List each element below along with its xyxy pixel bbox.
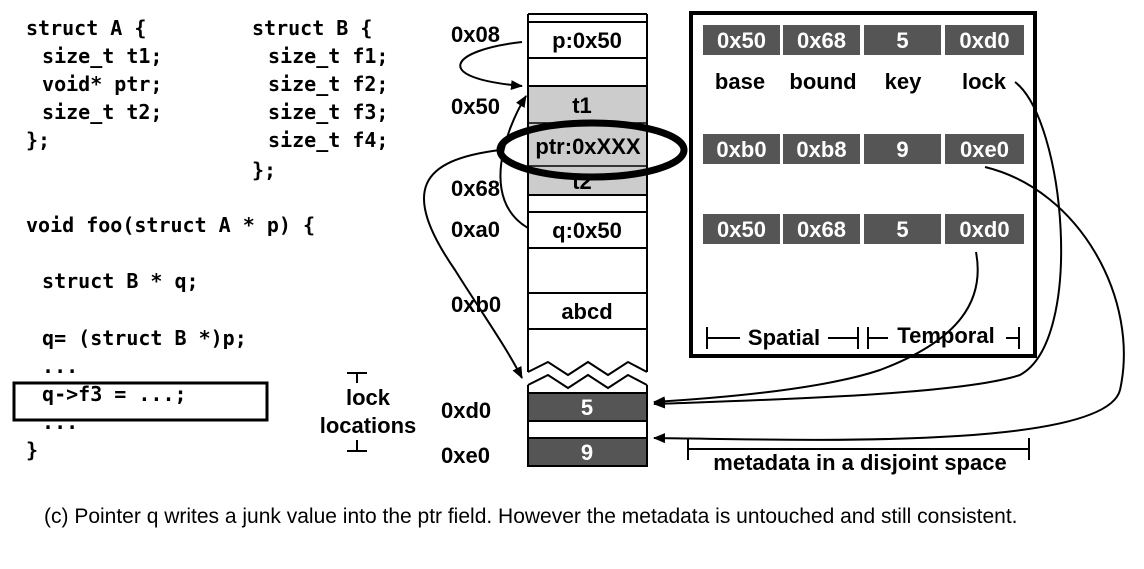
- struct-b-code: struct B { size_t f1; size_t f2; size_t …: [252, 16, 388, 182]
- memory-cell-text: abcd: [561, 299, 612, 324]
- lock-locations-text: locations: [320, 413, 417, 438]
- foo-line: ...: [30, 410, 78, 434]
- metadata-cell: [864, 25, 941, 55]
- metadata-cell: [945, 25, 1024, 55]
- foo-line: struct B * q;: [30, 269, 199, 293]
- struct-b-line: size_t f3;: [256, 100, 388, 124]
- arrow-ptr-junk: [423, 149, 523, 379]
- metadata-cell-text: 0xb8: [796, 137, 846, 162]
- struct-b-line: size_t f1;: [256, 44, 388, 68]
- metadata-cell: [945, 214, 1024, 244]
- memory-cell-p: [527, 21, 648, 59]
- lock-cell-5: [527, 392, 648, 422]
- metadata-cell-text: 0xe0: [960, 137, 1009, 162]
- metadata-cell-text: 0xd0: [959, 217, 1009, 242]
- disjoint-space-text: metadata in a disjoint space: [713, 450, 1006, 475]
- memory-cell-abcd: [527, 292, 648, 330]
- foo-line: q= (struct B *)p;: [30, 326, 247, 350]
- figure-caption: (c) Pointer q writes a junk value into t…: [44, 505, 1018, 528]
- struct-b-line: size_t f2;: [256, 72, 388, 96]
- metadata-cell-text: 0x68: [797, 28, 846, 53]
- lock-cell-9: [527, 437, 648, 467]
- address-label: 0xd0: [441, 398, 491, 423]
- address-label: 0x68: [451, 176, 500, 201]
- address-label: 0x08: [451, 22, 500, 47]
- highlight-box: [12, 381, 269, 422]
- struct-b-line: };: [252, 158, 276, 182]
- memory-cell-q: [527, 211, 648, 249]
- lock-cell-text: 9: [581, 440, 593, 465]
- memory-cell-text: t1: [572, 93, 592, 118]
- struct-a-line: };: [26, 128, 50, 152]
- metadata-box: [689, 11, 1037, 358]
- foo-code: void foo(struct A * p) { struct B * q; q…: [12, 213, 315, 462]
- arrow-q-to-a: [499, 95, 529, 229]
- lock-locations-text: lock: [346, 385, 391, 410]
- metadata-cell: [703, 214, 780, 244]
- metadata-cell-text: 0x68: [797, 217, 846, 242]
- memory-cell-text: q:0x50: [552, 218, 622, 243]
- metadata-cell: [864, 134, 941, 164]
- spatial-label: Spatial: [748, 325, 820, 350]
- metadata-cell-text: 9: [896, 137, 908, 162]
- metadata-cell: [783, 214, 860, 244]
- metadata-cell-text: 0xd0: [959, 28, 1009, 53]
- struct-b-line: size_t f4;: [256, 128, 388, 152]
- metadata-header: key: [885, 69, 922, 94]
- metadata-cell: [945, 134, 1024, 164]
- foo-line: void foo(struct A * p) {: [26, 213, 315, 237]
- metadata-cell-text: 5: [896, 217, 908, 242]
- struct-a-line: size_t t1;: [30, 44, 162, 68]
- metadata-header: bound: [789, 69, 856, 94]
- lock-cell-text: 5: [581, 395, 593, 420]
- memory-cell-text: p:0x50: [552, 28, 622, 53]
- foo-line: q->f3 = ...;: [30, 382, 187, 406]
- metadata-cell-text: 0xb0: [716, 137, 766, 162]
- pointer-arrows: [423, 41, 529, 379]
- lock-locations-label: lock locations: [320, 372, 417, 452]
- struct-a-line: struct A {: [26, 16, 146, 40]
- foo-line: }: [26, 438, 38, 462]
- memory-cell-text: ptr:0xXXX: [535, 134, 640, 159]
- struct-a-line: void* ptr;: [30, 72, 162, 96]
- arrow-lock-row1: [653, 81, 1063, 409]
- lock-arrows: [653, 81, 1125, 444]
- metadata-cell: [703, 134, 780, 164]
- metadata-cell: [864, 214, 941, 244]
- address-labels: 0x08 0x50 0x68 0xa0 0xb0 0xd0 0xe0: [441, 22, 501, 468]
- metadata-cell: [783, 25, 860, 55]
- metadata-cell-text: 0x50: [717, 217, 766, 242]
- arrow-p-to-a: [459, 41, 523, 91]
- metadata-header: lock: [962, 69, 1007, 94]
- arrow-lock-row3: [653, 251, 979, 407]
- address-label: 0xa0: [451, 217, 500, 242]
- metadata-header: base: [715, 69, 765, 94]
- arrow-lock-row2: [653, 166, 1125, 444]
- struct-a-line: size_t t2;: [30, 100, 162, 124]
- metadata-cell-text: 0x50: [717, 28, 766, 53]
- metadata-cell: [703, 25, 780, 55]
- disjoint-space-label: metadata in a disjoint space: [687, 438, 1030, 476]
- metadata-cell: [783, 134, 860, 164]
- address-label: 0xe0: [441, 443, 490, 468]
- foo-line: ...: [30, 354, 78, 378]
- temporal-label: Temporal: [897, 323, 994, 348]
- metadata-cells: 0x50 0x68 5 0xd0 0xb0 0xb8 9 0xe0 0x50 0x68 5 0xd0: [703, 25, 1024, 244]
- metadata-cell-text: 5: [896, 28, 908, 53]
- memory-column: p:0x50 t1 ptr:0xXXX t2 q:0x50 abcd 5 9: [496, 13, 688, 467]
- address-label: 0x50: [451, 94, 500, 119]
- memory-break: [527, 373, 648, 390]
- struct-b-line: struct B {: [252, 16, 372, 40]
- memory-cell-text: t2: [572, 169, 592, 194]
- memory-break: [527, 360, 648, 377]
- struct-a-code: struct A { size_t t1; void* ptr; size_t …: [26, 16, 162, 152]
